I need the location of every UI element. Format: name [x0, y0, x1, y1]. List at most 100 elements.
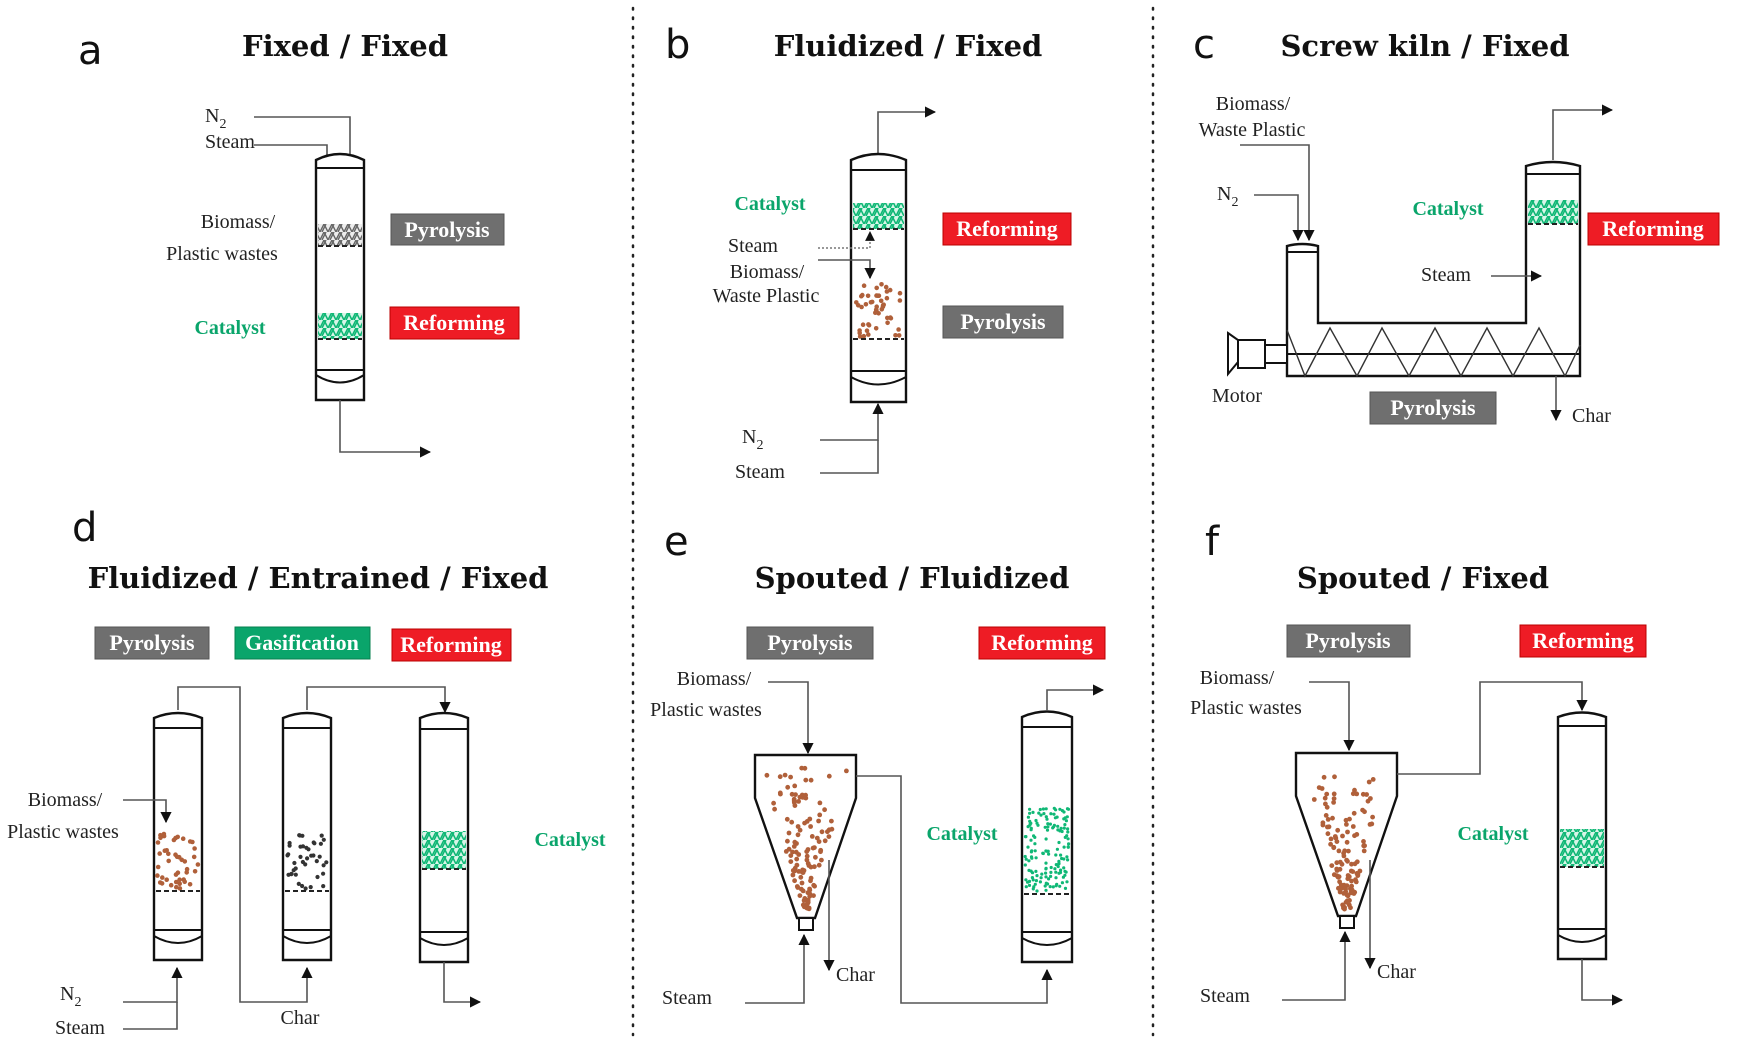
fluidized-bed-reactor: [849, 152, 908, 404]
steam-label: Steam: [662, 987, 712, 1009]
entrained-flow-reactor: [281, 711, 333, 962]
particle: [884, 295, 890, 301]
steam-inlet-arrow: [818, 231, 875, 249]
particle: [819, 857, 824, 863]
feed-label: Biomass/: [1216, 93, 1291, 115]
particle: [1066, 807, 1071, 811]
particle: [1049, 812, 1053, 816]
gasification-tag: Gasification: [234, 626, 371, 660]
particle: [1370, 814, 1375, 820]
biomass-particles: [764, 765, 849, 912]
particle: [777, 774, 783, 780]
particle: [803, 777, 809, 783]
particle: [813, 854, 818, 860]
catalyst-bed: [318, 313, 362, 339]
particle: [1058, 807, 1062, 811]
particle: [175, 870, 181, 875]
particle: [797, 893, 803, 898]
particle: [1320, 822, 1326, 828]
particle: [888, 315, 893, 320]
particle: [822, 807, 827, 813]
svg-text:Pyrolysis: Pyrolysis: [960, 309, 1046, 334]
fluidized-bed-reactor: [152, 711, 204, 962]
particle: [292, 860, 297, 866]
particle: [1056, 864, 1060, 869]
particle: [1023, 854, 1027, 859]
particle: [324, 860, 329, 865]
pyrolysis-tag: Pyrolysis: [94, 626, 210, 660]
particle: [806, 863, 812, 868]
particle: [1026, 815, 1030, 819]
svg-text:Reforming: Reforming: [956, 216, 1057, 241]
particle: [1045, 849, 1049, 853]
particle: [805, 890, 811, 896]
particle: [1028, 807, 1032, 811]
particle: [303, 886, 308, 891]
particle: [158, 835, 163, 841]
particle: [1063, 886, 1068, 891]
particle: [1053, 867, 1057, 871]
particle: [1062, 817, 1066, 821]
particle: [817, 800, 823, 806]
char-label: Char: [1572, 405, 1611, 427]
particle: [1051, 885, 1055, 889]
feed-label: Waste Plastic: [713, 285, 820, 307]
motor-label: Motor: [1212, 385, 1262, 407]
particle: [887, 287, 893, 293]
particle: [1366, 779, 1372, 785]
particle: [1048, 822, 1052, 826]
particle: [1328, 836, 1334, 842]
particle: [1052, 812, 1056, 816]
particle: [1066, 858, 1070, 862]
svg-text:Pyrolysis: Pyrolysis: [1305, 628, 1391, 653]
particle: [289, 871, 294, 876]
catalyst-label: Catalyst: [1412, 198, 1483, 220]
panel-letter: e: [664, 519, 689, 565]
feed-inlet-arrow: [818, 259, 876, 280]
particle: [1029, 826, 1033, 831]
particle: [868, 300, 874, 305]
particle: [1031, 878, 1035, 882]
particle: [1066, 837, 1070, 841]
particle: [1035, 889, 1039, 893]
particle: [312, 841, 317, 846]
particle: [1065, 815, 1069, 819]
particle: [1046, 825, 1050, 829]
particle: [177, 886, 183, 891]
particle: [1354, 791, 1360, 797]
particle: [160, 875, 165, 880]
particle: [861, 333, 867, 339]
particle: [1049, 865, 1053, 870]
particle: [1062, 866, 1066, 870]
particle: [1024, 878, 1028, 882]
particle: [1352, 861, 1358, 867]
particle: [1339, 861, 1345, 867]
particle: [1047, 877, 1051, 881]
particle: [1033, 849, 1037, 853]
particle: [809, 834, 815, 839]
gas-transfer-line: [856, 775, 1053, 1004]
panel-a: a Fixed / Fixed N2 Steam Biomass/ Plasti…: [78, 28, 520, 458]
particle: [1059, 868, 1063, 872]
particle: [1062, 826, 1066, 830]
particle: [1337, 889, 1343, 895]
particle: [166, 851, 171, 857]
particle: [308, 885, 313, 890]
feed-label: Plastic wastes: [7, 821, 119, 843]
panel-letter: f: [1205, 519, 1220, 565]
particle: [806, 906, 812, 912]
particle: [155, 873, 160, 878]
particle: [1034, 869, 1038, 874]
svg-text:Reforming: Reforming: [1602, 216, 1703, 241]
particle: [826, 834, 832, 839]
particle: [1350, 869, 1356, 874]
particle: [860, 322, 866, 328]
panel-d: d Fluidized / Entrained / Fixed Pyrolysi…: [7, 505, 606, 1039]
particle: [1334, 866, 1340, 872]
particle: [772, 806, 777, 812]
particle: [885, 320, 890, 326]
particle: [1057, 862, 1061, 866]
particle: [880, 304, 886, 310]
particle: [1324, 791, 1330, 797]
particle: [1042, 812, 1046, 816]
